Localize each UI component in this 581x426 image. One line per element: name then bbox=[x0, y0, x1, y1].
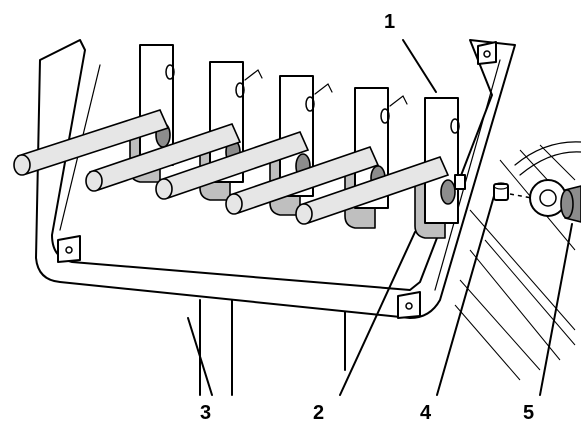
tray-frame bbox=[35, 39, 516, 319]
corner-brackets bbox=[57, 41, 497, 319]
rod-2 bbox=[85, 123, 242, 192]
callout-3: 3 bbox=[200, 402, 211, 424]
knob-part bbox=[560, 185, 581, 223]
callout-4: 4 bbox=[420, 402, 432, 424]
frame-legs bbox=[199, 299, 346, 396]
callout-2: 2 bbox=[313, 402, 324, 424]
callout-5: 5 bbox=[523, 402, 534, 424]
rod-5 bbox=[295, 156, 450, 225]
holder-bracket-5 bbox=[414, 97, 466, 239]
callout-1: 1 bbox=[384, 11, 395, 33]
leader-lines bbox=[187, 39, 573, 396]
rod-1 bbox=[13, 109, 170, 176]
spacer-part bbox=[493, 182, 509, 201]
rod-4 bbox=[225, 146, 380, 215]
washer-part bbox=[529, 179, 567, 217]
rod-3 bbox=[155, 131, 310, 200]
